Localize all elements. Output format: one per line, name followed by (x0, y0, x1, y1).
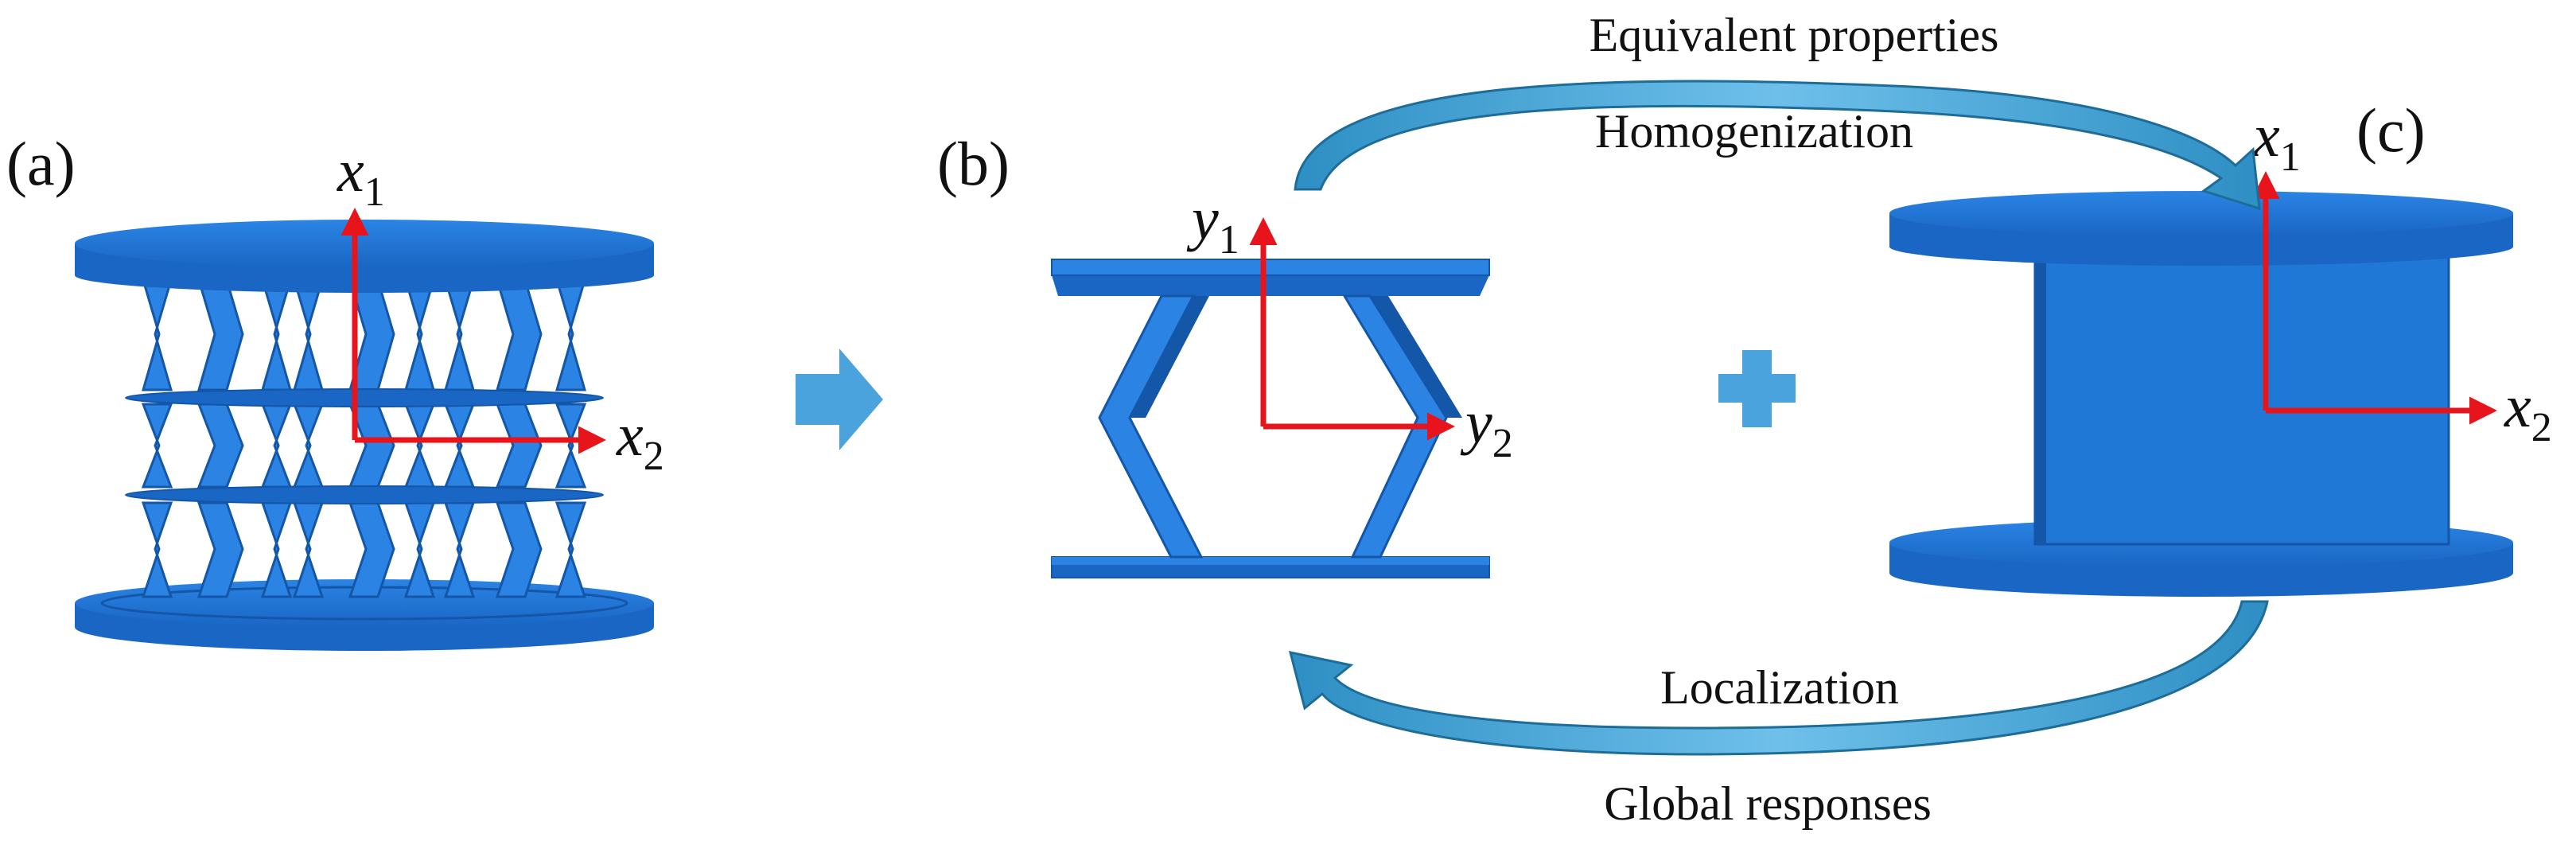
panel-a: (a) (6, 129, 664, 651)
panel-a-label: (a) (6, 129, 76, 198)
panel-a-x2-label: x2 (616, 402, 664, 479)
panel-c-x2-label: x2 (2504, 373, 2552, 450)
localization-arrow (1288, 600, 2269, 756)
panel-c-label: (c) (2356, 95, 2426, 165)
panel-b-unit-cell (1051, 259, 1490, 578)
panel-a-top-plate (75, 220, 654, 293)
panel-b-axes: y1 y2 (1186, 185, 1513, 466)
caption-localization: Localization (1660, 661, 1899, 714)
caption-homogenization: Homogenization (1595, 105, 1913, 158)
panel-c-axes: x1 x2 (2251, 103, 2552, 450)
panel-c-x1-label: x1 (2252, 103, 2301, 180)
panel-a-x1-label: x1 (337, 138, 385, 215)
plus-icon (1718, 350, 1796, 427)
caption-equivalent-properties: Equivalent properties (1590, 9, 1999, 61)
panel-c-homogenized-body (1889, 191, 2513, 597)
panel-b-y2-label: y2 (1460, 389, 1513, 466)
panel-c: (c) x1 x2 (1889, 95, 2552, 597)
homogenization-arrow (1294, 80, 2261, 211)
panel-b-y1-label: y1 (1186, 185, 1239, 263)
right-arrow-icon (796, 349, 883, 450)
panel-a-axes: x1 x2 (337, 138, 664, 479)
panel-a-middle-plates (125, 388, 604, 504)
panel-b: (b) y1 y2 (937, 129, 1513, 578)
caption-global-responses: Global responses (1604, 777, 1932, 830)
panel-b-label: (b) (937, 129, 1010, 198)
